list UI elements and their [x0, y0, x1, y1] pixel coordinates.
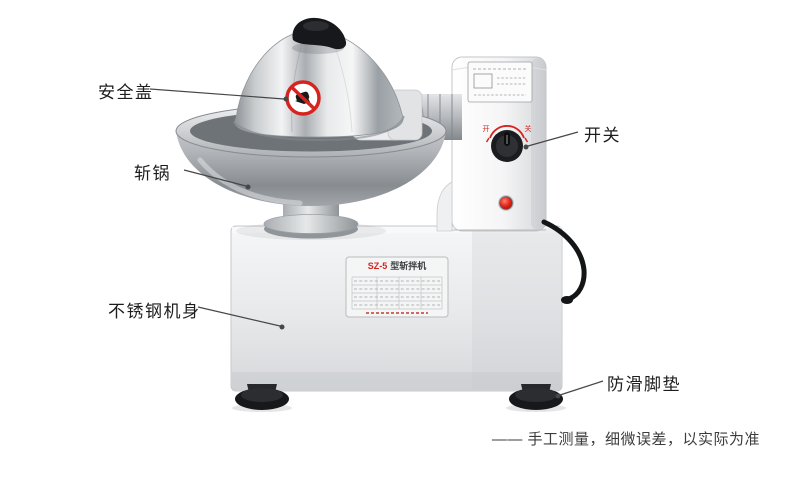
switch-off-marking: 关 — [525, 124, 532, 133]
measurement-disclaimer: —— 手工测量，细微误差，以实际为准 — [491, 431, 760, 448]
callout-safety-cover: 安全盖 — [98, 83, 154, 102]
foot-pads — [232, 384, 566, 412]
callout-stainless-body: 不锈钢机身 — [108, 302, 201, 321]
indicator-lamp — [498, 195, 514, 211]
motor-housing: 开 关 — [436, 56, 547, 232]
callout-foot-pad: 防滑脚垫 — [607, 375, 681, 394]
cover-handle[interactable] — [292, 17, 347, 50]
callout-lines — [149, 88, 604, 399]
plate-name: 型斩拌机 — [390, 260, 426, 271]
power-cord — [541, 219, 587, 304]
plate-model: SZ-5 — [368, 261, 388, 271]
wiring-diagram-sticker — [467, 61, 533, 103]
switch-on-marking: 开 — [483, 125, 490, 133]
callout-switch: 开关 — [584, 126, 621, 145]
power-switch-knob[interactable]: 开 关 — [483, 124, 532, 162]
callout-chopping-bowl: 斩锅 — [134, 164, 171, 183]
housing-bracket — [436, 181, 453, 232]
no-hands-icon — [285, 80, 321, 116]
safety-cover — [232, 17, 405, 142]
